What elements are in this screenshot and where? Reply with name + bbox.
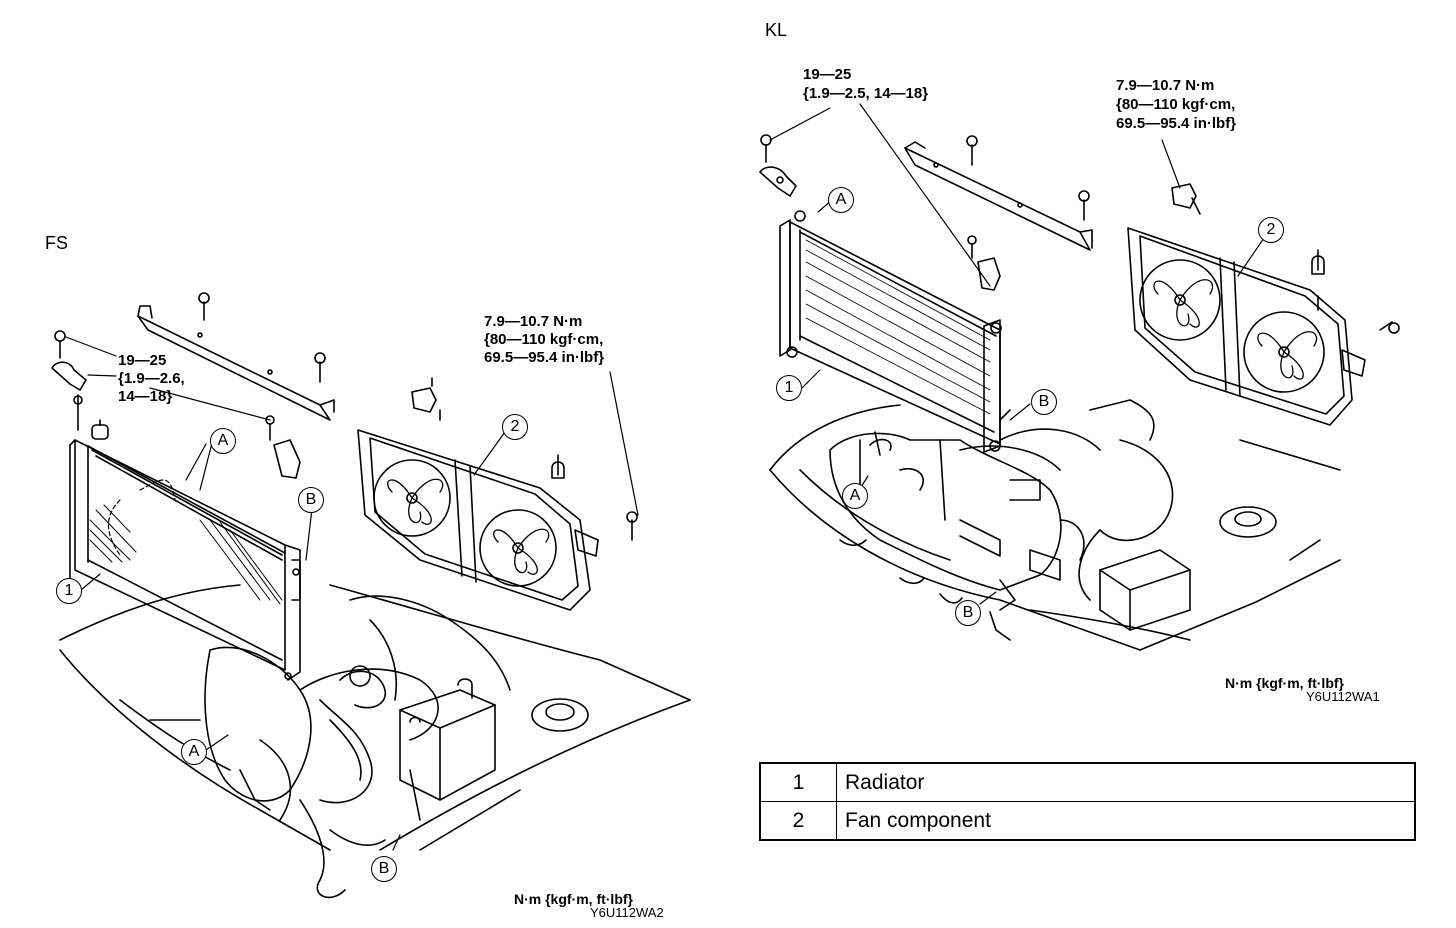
fs-fan-torque-line1: 7.9—10.7 N·m [484, 313, 583, 330]
kl-fan-torque-line1: 7.9—10.7 N·m [1116, 77, 1215, 94]
fs-callout-b-right: B [298, 487, 324, 513]
kl-callout-a-top: A [828, 187, 854, 213]
kl-battery [1099, 549, 1191, 631]
fs-fan-torque-line3: 69.5—95.4 in·lbf} [484, 349, 605, 366]
part-name: Fan component [836, 801, 1416, 841]
fs-bracket-torque-line1: 19—25 [118, 352, 167, 369]
kl-fan-torque-line2: {80—110 kgf·cm, [1116, 96, 1236, 113]
kl-units-note: N·m {kgf·m, ft·lbf} [1225, 675, 1344, 691]
kl-variant-label: KL [765, 20, 788, 40]
fs-radiator [69, 419, 301, 681]
table-row: 2 Fan component [759, 801, 1416, 841]
kl-engine [829, 399, 1174, 641]
parts-table: 1 Radiator 2 Fan component [759, 762, 1416, 841]
fs-engine [204, 595, 511, 899]
kl-strut-tower [1219, 506, 1277, 538]
kl-fan-torque-line3: 69.5—95.4 in·lbf} [1116, 115, 1237, 132]
part-number: 2 [759, 801, 837, 841]
kl-callout-b-bottom: B [955, 600, 981, 626]
part-number: 1 [759, 762, 837, 802]
kl-drawing [759, 103, 1400, 651]
kl-upper-bracket [904, 135, 1093, 251]
fs-body-outline [59, 584, 691, 851]
kl-bracket-torque-line1: 19—25 [803, 66, 852, 83]
fs-battery [399, 678, 496, 801]
fs-callout-a-top: A [210, 428, 236, 454]
fs-upper-bracket [137, 292, 335, 421]
table-row: 1 Radiator [759, 762, 1416, 802]
part-name: Radiator [836, 762, 1416, 802]
fs-units-note: N·m {kgf·m, ft·lbf} [514, 891, 633, 907]
kl-figure-code: Y6U112WA1 [1306, 689, 1380, 704]
fs-callout-2: 2 [502, 414, 528, 440]
fs-callout-b-bottom: B [371, 856, 397, 882]
fs-drawing [51, 292, 691, 899]
fs-right-bracket [265, 415, 301, 601]
fs-leaders [65, 336, 639, 851]
fs-bracket-torque-line2: {1.9—2.6, [118, 370, 185, 387]
fs-bracket-torque-line3: 14—18} [118, 388, 173, 405]
fs-fan-shroud [357, 377, 638, 611]
fs-callout-a-bottom: A [181, 739, 207, 765]
kl-leaders [769, 103, 1265, 605]
fs-figure-code: Y6U112WA2 [590, 905, 664, 920]
kl-callout-b-right: B [1031, 389, 1057, 415]
kl-left-bracket [759, 134, 797, 197]
fs-left-bracket [51, 330, 87, 431]
kl-fan-shroud [1127, 183, 1400, 426]
kl-callout-a-engine: A [842, 483, 868, 509]
kl-callout-2: 2 [1258, 217, 1284, 243]
fs-fan-torque-line2: {80—110 kgf·cm, [484, 331, 604, 348]
kl-radiator [779, 210, 1011, 453]
fs-strut-tower [531, 698, 589, 732]
fs-variant-label: FS [45, 233, 69, 253]
fs-callout-1: 1 [56, 578, 82, 604]
kl-bracket-torque-line2: {1.9—2.5, 14—18} [803, 85, 929, 102]
kl-right-bracket [967, 235, 1001, 291]
kl-callout-1: 1 [776, 375, 802, 401]
kl-body-outline [769, 404, 1341, 651]
